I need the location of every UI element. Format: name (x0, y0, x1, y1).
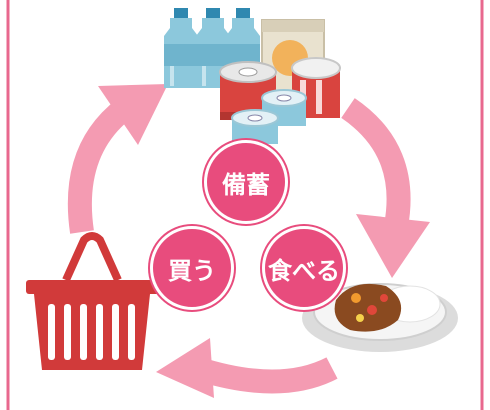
buy-node: 買う (150, 226, 234, 310)
arrow-eat-to-buy (156, 338, 338, 398)
buy-label: 買う (168, 256, 216, 285)
shopping-basket-icon (26, 232, 160, 370)
eat-node: 食べる (262, 226, 346, 310)
stock-label: 備蓄 (222, 170, 270, 199)
canned-food-icon (219, 57, 341, 144)
curry-rice-plate-icon (302, 283, 458, 352)
stock-node: 備蓄 (204, 140, 288, 224)
arrow-stock-to-eat (340, 98, 430, 278)
arrow-buy-to-stock (67, 84, 168, 234)
eat-label: 食べる (268, 256, 340, 285)
